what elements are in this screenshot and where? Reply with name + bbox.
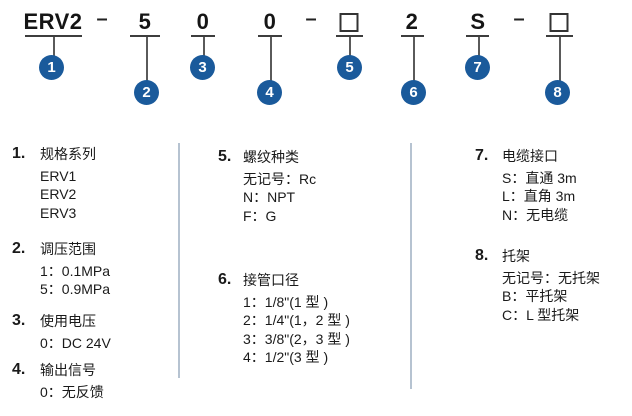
item-line: 3：3/8"(2，3 型 ) [243,330,350,347]
item-title: 规格系列 [40,146,96,162]
item-title: 使用电压 [40,313,96,329]
callout-circle-8: 8 [545,80,570,105]
code-separator: – [96,8,108,30]
item-title: 螺纹种类 [243,149,299,165]
item-line: ERV2 [40,186,77,202]
item-number: 8. [475,247,489,264]
item-line: F：G [243,207,277,224]
code-segment-3: 0 [196,9,210,34]
item-line: S：直通 3m [502,169,577,186]
connector-line [53,37,55,56]
item-number: 1. [12,145,26,162]
legend-item-4: 4. 输出信号 0：无反馈 [12,361,104,401]
callout-circle-5: 5 [337,55,362,80]
code-segment-2: 5 [138,9,152,34]
legend-item-1: 1. 规格系列 ERV1 ERV2 ERV3 [12,145,96,222]
item-line: ERV3 [40,204,77,221]
segment-underline [336,35,363,37]
item-line: C：L 型托架 [502,306,580,323]
item-line: B：平托架 [502,288,568,304]
connector-line [270,37,272,81]
item-title: 电缆接口 [502,148,558,164]
callout-circle-4: 4 [257,80,282,105]
item-line: N：NPT [243,189,296,205]
code-separator: – [513,8,525,30]
item-line: ERV1 [40,167,77,184]
item-line: 无记号：Rc [243,170,317,187]
code-separator: – [305,8,317,30]
callout-circle-7: 7 [465,55,490,80]
connector-line [146,37,148,81]
item-line: 0：DC 24V [40,334,111,351]
item-line: 4：1/2"(3 型 ) [243,349,329,365]
item-line: 无记号：无托架 [502,269,600,286]
segment-underline [191,35,215,37]
item-line: 0：无反馈 [40,383,104,400]
item-number: 7. [475,147,489,164]
legend-item-2: 2. 调压范围 1：0.1MPa 5：0.9MPa [12,240,110,299]
segment-underline [130,35,160,37]
code-segment-7: S [470,9,486,34]
segment-underline [546,35,573,37]
item-number: 4. [12,361,26,378]
item-line: 2：1/4"(1，2 型 ) [243,312,350,328]
item-line: 1：0.1MPa [40,262,111,279]
item-number: 5. [218,148,232,165]
connector-line [559,37,561,81]
segment-underline [466,35,489,37]
segment-underline [401,35,424,37]
item-title: 托架 [502,248,530,264]
code-segment-4: 0 [263,9,277,34]
column-divider [178,143,180,378]
column-divider [410,143,412,389]
legend-item-6: 6. 接管口径 1：1/8"(1 型 ) 2：1/4"(1，2 型 ) 3：3/… [218,271,350,367]
connector-line [478,37,480,56]
legend-item-8: 8. 托架 无记号：无托架 B：平托架 C：L 型托架 [475,247,600,324]
code-segment-8-placeholder-box [549,13,569,32]
connector-line [413,37,415,81]
item-line: 1：1/8"(1 型 ) [243,293,329,310]
code-segment-6: 2 [405,9,419,34]
item-number: 3. [12,312,26,329]
legend-item-5: 5. 螺纹种类 无记号：Rc N：NPT F：G [218,148,316,225]
legend-item-3: 3. 使用电压 0：DC 24V [12,312,111,352]
callout-circle-2: 2 [134,80,159,105]
item-line: 5：0.9MPa [40,281,111,297]
callout-circle-6: 6 [401,80,426,105]
connector-line [203,37,205,57]
item-title: 接管口径 [243,272,299,288]
segment-underline [258,35,282,37]
item-title: 输出信号 [40,362,96,378]
callout-circle-3: 3 [190,55,215,80]
callout-circle-1: 1 [39,55,64,80]
item-number: 6. [218,271,232,288]
code-segment-1: ERV2 [23,9,83,34]
code-segment-5-placeholder-box [339,13,359,32]
segment-underline [25,35,82,37]
item-number: 2. [12,240,26,257]
item-line: L：直角 3m [502,188,576,204]
item-line: N：无电缆 [502,206,569,223]
item-title: 调压范围 [40,241,96,257]
legend-item-7: 7. 电缆接口 S：直通 3m L：直角 3m N：无电缆 [475,147,577,224]
connector-line [349,37,351,56]
